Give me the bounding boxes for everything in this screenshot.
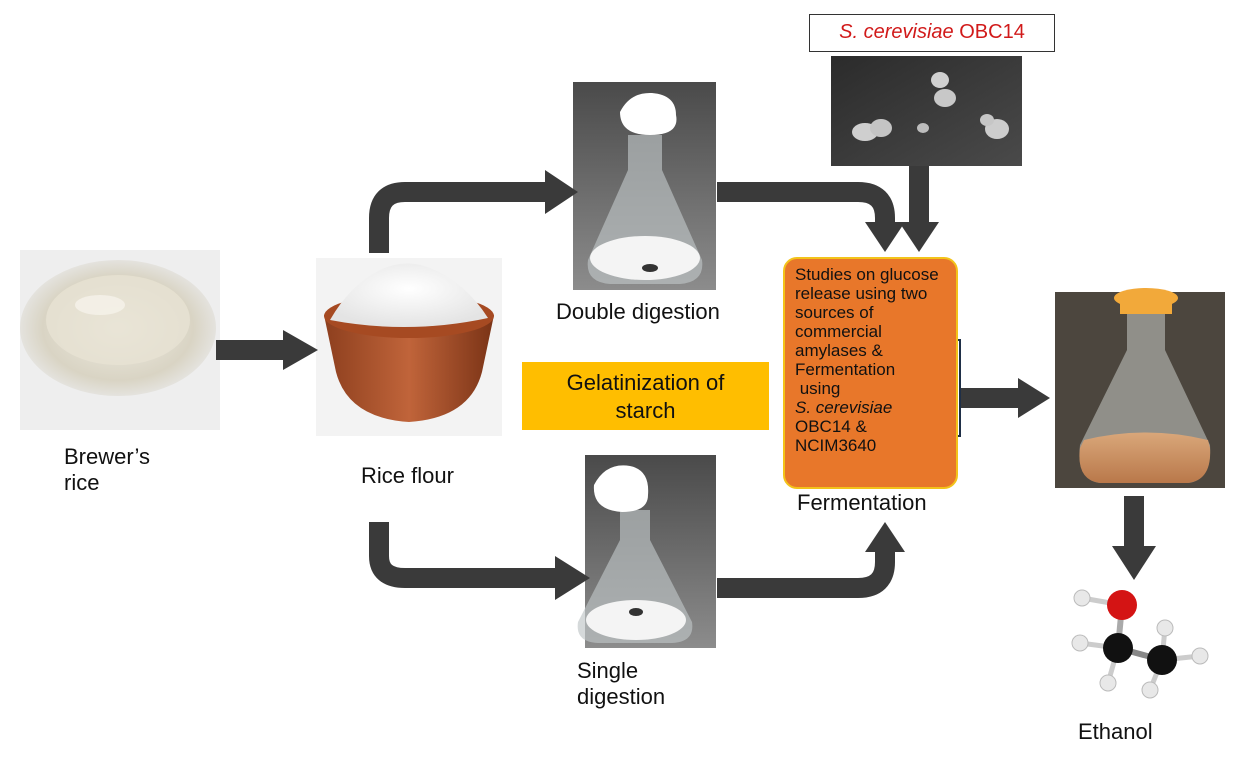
- gelatinization-line1: Gelatinization of: [566, 370, 725, 395]
- fermentation-box-strain: NCIM3640: [795, 436, 877, 455]
- single-digestion-label: Single digestion: [577, 658, 665, 710]
- brewers-rice-label-line2: rice: [64, 470, 100, 495]
- double-digestion-flask-image: [573, 82, 716, 290]
- single-digestion-label-line1: Single: [577, 658, 639, 683]
- rice-flour-image: [316, 258, 502, 436]
- gelatinization-box: Gelatinization of starch: [522, 362, 769, 430]
- arrow-double-digestion-to-fermentation: [717, 182, 895, 228]
- ethanol-label: Ethanol: [1078, 719, 1153, 744]
- fermentation-box-line: amylases &: [795, 341, 883, 360]
- brewers-rice-image: [20, 250, 220, 430]
- ethanol-molecule: [1071, 589, 1209, 699]
- fermentation-label: Fermentation: [797, 490, 927, 515]
- fermentation-box-line: using: [795, 379, 841, 398]
- single-digestion-label-line2: digestion: [577, 684, 666, 709]
- yeast-species-text: S. cerevisiae: [839, 21, 954, 43]
- yeast-strain-text: OBC14: [953, 21, 1025, 43]
- yeast-sem-image: [831, 56, 1022, 166]
- brewers-rice-label-line1: Brewer’s: [64, 444, 150, 469]
- fermentation-box-line: sources of: [795, 303, 874, 322]
- yeast-strain-title: S. cerevisiae OBC14: [809, 14, 1055, 52]
- single-digestion-flask-image: [577, 455, 716, 648]
- arrow-flour-to-double-digestion: [369, 182, 545, 253]
- fermentation-box-line: release using two: [795, 284, 928, 303]
- arrow-flour-to-single-digestion: [369, 522, 555, 588]
- gelatinization-line2: starch: [615, 398, 676, 423]
- ethanol-flask-image: [1055, 288, 1225, 488]
- rice-flour-label: Rice flour: [361, 463, 454, 488]
- fermentation-studies-box: Studies on glucose release using two sou…: [783, 257, 958, 489]
- brewers-rice-label: Brewer’s rice: [64, 444, 150, 496]
- arrow-single-digestion-to-fermentation: [717, 548, 895, 598]
- double-digestion-label: Double digestion: [556, 299, 720, 324]
- fermentation-box-strain: OBC14 &: [795, 417, 867, 436]
- fermentation-box-species: S. cerevisiae: [795, 398, 893, 417]
- arrows: [216, 166, 1144, 598]
- fermentation-box-line: Studies on glucose: [795, 265, 939, 284]
- arrow-heads: [283, 170, 1156, 600]
- fermentation-box-line: commercial: [795, 322, 882, 341]
- fermentation-box-line: Fermentation: [795, 360, 896, 379]
